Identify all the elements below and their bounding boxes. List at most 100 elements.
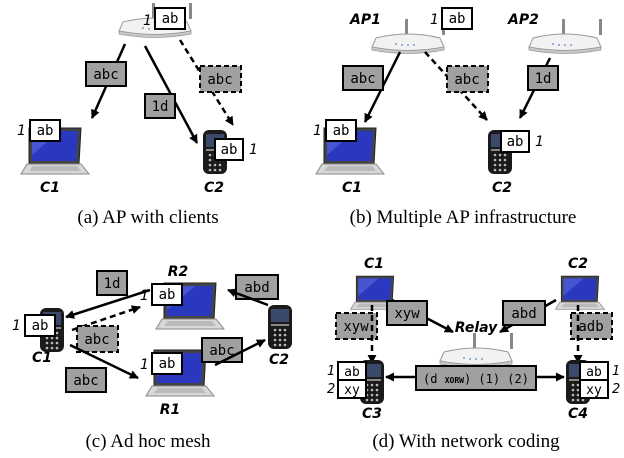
msg-abc-c2-box	[201, 337, 243, 363]
arrow-c1-to-r1	[69, 343, 139, 380]
c4-packet-1-label: ab	[586, 365, 602, 380]
ap2-label: AP2	[507, 12, 539, 28]
c3-index-1: 1	[327, 364, 335, 379]
r1-index: 1	[140, 357, 149, 373]
relay-label: Relay	[455, 320, 498, 336]
msg-abc-dashed-box	[76, 325, 119, 353]
c2-index: 1	[535, 134, 544, 150]
c1-packet-label: ab	[333, 123, 350, 139]
ap-packet-label: ab	[162, 11, 179, 27]
r2-packet-box	[151, 283, 183, 306]
msg-abc-box	[85, 61, 127, 87]
msg-adb-dashed-label: adb	[578, 319, 603, 335]
msg-1d-box	[144, 93, 176, 119]
coded-open: (d	[423, 372, 445, 386]
c1-label: C1	[364, 256, 384, 272]
c3-packet-2-box	[337, 379, 367, 399]
c3-label: C3	[362, 406, 382, 422]
c2-packet-label: ab	[507, 134, 524, 150]
msg-1d-label: 1d	[152, 99, 169, 115]
c4-index-1: 1	[612, 364, 620, 379]
msg-abc-dashed-box	[446, 65, 489, 93]
c2-label: C2	[492, 180, 512, 196]
r1-packet-box	[151, 352, 183, 375]
c1-index: 1	[17, 123, 26, 139]
c1-packet-box	[325, 119, 357, 142]
coded-packet-box	[415, 365, 537, 391]
msg-abc-label: abc	[350, 71, 375, 87]
msg-1d-box	[527, 65, 559, 91]
arrow-ap1-to-c2-dashed	[424, 51, 488, 121]
ap-packet-box	[154, 7, 186, 30]
arrow-c2-to-r2	[227, 288, 269, 307]
msg-1d-box	[96, 270, 128, 296]
c2-label: C2	[568, 256, 588, 272]
panel-d: C1 C2 xyw abd xyw adb Relay (d XORW) (1)…	[327, 256, 620, 452]
c1-packet-label: ab	[32, 318, 49, 334]
c2-label: C2	[204, 180, 224, 196]
caption-c: (c) Ad hoc mesh	[85, 431, 211, 452]
router-icon	[528, 18, 603, 54]
arrow-r1-to-c2	[214, 338, 266, 367]
panel-a: 1 ab abc abc 1d 1 ab C1 ab 1 C2 (a) AP w…	[17, 2, 258, 228]
panel-b: AP1 1 ab AP2 abc abc 1d 1 ab C1 ab 1 C2 …	[313, 7, 603, 228]
c3-packet-1-label: ab	[344, 365, 360, 380]
c3-packet-2-label: xy	[344, 383, 360, 398]
c4-label: C4	[568, 406, 588, 422]
msg-abc-c2-label: abc	[209, 343, 234, 359]
c1-packet-box	[24, 314, 56, 337]
msg-xyw-dashed-label: xyw	[343, 319, 369, 335]
c1-index: 1	[12, 318, 21, 334]
msg-abc-r1-box	[65, 367, 107, 393]
c1-label: C1	[342, 180, 362, 196]
ap1-index: 1	[430, 12, 439, 28]
msg-abd-label: abd	[244, 280, 269, 296]
msg-abd-box	[502, 300, 546, 326]
c1-packet-box	[29, 119, 61, 142]
msg-xyw-dashed-box	[335, 312, 378, 340]
c4-packet-2-box	[579, 379, 609, 399]
ap1-packet-label: ab	[449, 11, 466, 27]
msg-abc-box	[342, 65, 384, 91]
phone-icon	[268, 305, 292, 349]
c4-index-2: 2	[612, 382, 620, 397]
coded-xor: XORW	[445, 376, 464, 385]
c1-label: C1	[40, 180, 60, 196]
laptop-icon	[555, 275, 605, 310]
msg-abc-r1-label: abc	[73, 373, 98, 389]
msg-abc-label: abc	[93, 67, 118, 83]
router-icon	[439, 332, 514, 368]
c4-packet-2-label: xy	[586, 383, 602, 398]
c1-index: 1	[313, 123, 322, 139]
msg-abc-dashed-label: abc	[84, 332, 109, 348]
ap1-label: AP1	[349, 12, 381, 28]
panel-c: R2 1 ab 1d abd 1 ab C1 abc abc 1 ab R1 a…	[12, 264, 292, 452]
msg-xyw-box	[386, 300, 428, 326]
c1-packet-label: ab	[37, 123, 54, 139]
ap1-packet-box	[441, 7, 473, 30]
caption-b: (b) Multiple AP infrastructure	[350, 207, 577, 228]
ap-index: 1	[143, 13, 152, 29]
msg-1d-label: 1d	[104, 276, 121, 292]
c1-label: C1	[32, 350, 52, 366]
msg-1d-label: 1d	[535, 71, 552, 87]
msg-xyw-label: xyw	[394, 306, 420, 322]
c2-packet-box	[500, 130, 530, 153]
msg-abd-label: abd	[511, 306, 536, 322]
caption-a: (a) AP with clients	[77, 207, 218, 228]
c2-packet-box	[214, 138, 244, 161]
msg-abc-dashed-label: abc	[207, 72, 232, 88]
msg-abc-dashed-box	[199, 65, 242, 93]
c2-label: C2	[269, 352, 289, 368]
r2-packet-label: ab	[159, 287, 176, 303]
arrow-r2-to-c1	[65, 288, 151, 319]
msg-abc-dashed-label: abc	[454, 72, 479, 88]
caption-d: (d) With network coding	[372, 431, 560, 452]
coded-packet-label: (d XORW) (1) (2)	[423, 372, 529, 386]
r1-packet-label: ab	[159, 356, 176, 372]
c2-packet-label: ab	[221, 142, 238, 158]
r2-label: R2	[168, 264, 189, 280]
r2-index: 1	[140, 288, 149, 304]
r1-label: R1	[160, 402, 181, 418]
